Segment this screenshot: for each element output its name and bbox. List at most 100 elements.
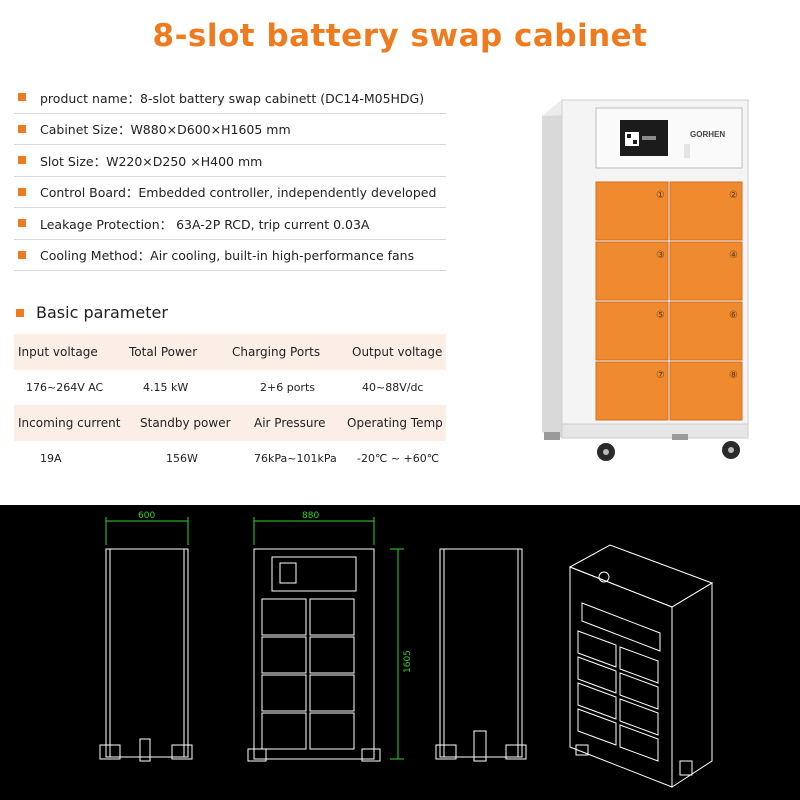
qr-code-dot (633, 140, 637, 144)
header-cell: Operating Temp (347, 416, 443, 430)
table-header-row: Incoming current Standby power Air Press… (14, 405, 446, 441)
caster-outline (171, 744, 193, 760)
door-grid (595, 181, 743, 421)
caster-outline (247, 748, 267, 762)
value-cell: 40~88V/dc (362, 381, 424, 394)
bullet-square-icon (18, 93, 26, 102)
value-cell: 4.15 kW (143, 381, 189, 394)
table-row: 19A 156W 76kPa~101kPa -20℃ ~ +60℃ (14, 441, 446, 476)
iso-door (577, 630, 617, 668)
spec-text: Cabinet Size：W880×D600×H1605 mm (40, 122, 291, 138)
slot-door (669, 181, 743, 241)
header-cell: Total Power (129, 345, 198, 359)
screen-text-line (642, 136, 656, 140)
front-door-outline (309, 712, 355, 750)
cabinet-side-panel (542, 100, 562, 438)
spec-text: Cooling Method：Air cooling, built-in hig… (40, 248, 415, 264)
height-label: 1605 (403, 650, 413, 673)
value-cell: 2+6 ports (260, 381, 315, 394)
slot-number: ⑦ (656, 370, 665, 381)
value-cell: 19A (40, 452, 62, 465)
parameter-table: Input voltage Total Power Charging Ports… (14, 334, 446, 476)
slot-number: ③ (656, 250, 665, 261)
vent-icon (684, 144, 690, 158)
front-screen-outline (279, 562, 297, 584)
iso-door (619, 724, 659, 762)
header-cell: Charging Ports (232, 345, 321, 359)
iso-side (671, 582, 713, 788)
spec-item: Cooling Method：Air cooling, built-in hig… (14, 240, 446, 271)
slot-number: ② (729, 190, 738, 201)
caster-outline (679, 760, 693, 776)
spec-item: Slot Size：W220×D250 ×H400 mm (14, 145, 446, 177)
foot-outline (473, 730, 487, 762)
bullet-square-icon (18, 156, 26, 165)
slot-door (669, 361, 743, 421)
side-view-drawing (99, 548, 193, 762)
caster-outline (505, 744, 527, 760)
iso-door (577, 656, 617, 694)
foot-outline (139, 738, 151, 762)
slot-number: ⑤ (656, 310, 665, 321)
spec-item: Cabinet Size：W880×D600×H1605 mm (14, 114, 446, 145)
front-door-outline (261, 636, 307, 674)
isometric-view-drawing (568, 544, 714, 788)
front-control-panel (271, 556, 357, 592)
iso-control-panel (581, 602, 661, 652)
iso-door (577, 682, 617, 720)
rear-view-outline (439, 548, 523, 758)
technical-drawings: 600 880 1605 (0, 505, 800, 800)
caster-outline (575, 744, 589, 756)
value-cell: 176~264V AC (26, 381, 104, 394)
spec-item: Control Board：Embedded controller, indep… (14, 177, 446, 208)
drawings-svg: 600 880 1605 (99, 511, 714, 788)
value-cell: -20℃ ~ +60℃ (357, 452, 440, 465)
slot-number: ⑥ (729, 310, 738, 321)
front-view-outline (253, 548, 375, 760)
iso-fan-icon (598, 571, 610, 583)
table-row: 176~264V AC 4.15 kW 2+6 ports 40~88V/dc (14, 370, 446, 405)
spec-text: Leakage Protection： 63A-2P RCD, trip cur… (40, 216, 370, 232)
bullet-square-icon (16, 308, 24, 317)
leveling-foot (544, 432, 560, 440)
slot-door (595, 301, 669, 361)
header-cell: Air Pressure (254, 416, 326, 430)
iso-front (569, 566, 673, 788)
front-door-outline (309, 636, 355, 674)
slot-door (669, 301, 743, 361)
front-door-outline (261, 712, 307, 750)
caster-outline (361, 748, 381, 762)
brand-logo: GORHEN (690, 130, 725, 139)
spec-text: Control Board：Embedded controller, indep… (40, 185, 437, 201)
front-door-outline (261, 598, 307, 636)
slot-door (595, 241, 669, 301)
iso-door (577, 708, 617, 746)
side-width-label: 600 (138, 511, 155, 521)
qr-code-dot (627, 134, 631, 138)
front-door-outline (261, 674, 307, 712)
spec-list: product name：8-slot battery swap cabinet… (14, 82, 446, 271)
bullet-square-icon (18, 219, 26, 228)
iso-door (619, 698, 659, 736)
front-door-outline (309, 598, 355, 636)
spec-text: product name：8-slot battery swap cabinet… (40, 90, 425, 106)
caster-wheels (544, 432, 740, 461)
spec-text: Slot Size：W220×D250 ×H400 mm (40, 153, 263, 169)
caster-outline (435, 744, 457, 760)
spec-item: product name：8-slot battery swap cabinet… (14, 82, 446, 114)
header-cell: Output voltage (352, 345, 443, 359)
front-width-label: 880 (302, 511, 319, 521)
bullet-square-icon (18, 124, 26, 133)
wheel-hub (728, 447, 734, 453)
leveling-foot (672, 434, 688, 440)
basic-parameter-title: Basic parameter (36, 303, 168, 322)
iso-top (568, 544, 714, 608)
cabinet-photo: GORHEN ① ② ③ ④ ⑤ ⑥ ⑦ ⑧ (542, 99, 750, 461)
slot-number: ① (656, 190, 665, 201)
front-view-drawing (247, 548, 381, 762)
wheel-hub (603, 449, 609, 455)
slot-number: ④ (729, 250, 738, 261)
table-header-row: Input voltage Total Power Charging Ports… (14, 334, 446, 370)
page-title: 8-slot battery swap cabinet (152, 18, 648, 54)
header-cell: Incoming current (18, 416, 121, 430)
